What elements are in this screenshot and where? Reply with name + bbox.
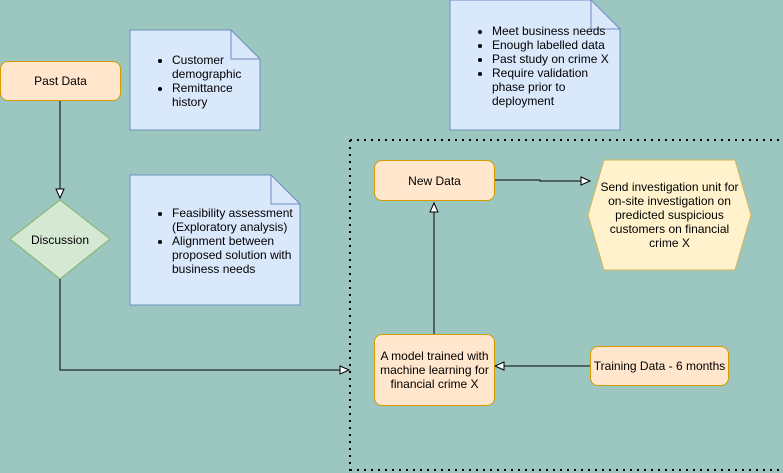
training-data-node[interactable]: Training Data - 6 months xyxy=(590,346,729,386)
note-item: Alignment between proposed solution with… xyxy=(172,234,300,276)
past-data-label: Past Data xyxy=(34,74,87,88)
past-data-node[interactable]: Past Data xyxy=(0,61,121,101)
training-data-label: Training Data - 6 months xyxy=(593,359,726,373)
note-item: Require validation phase prior to deploy… xyxy=(492,66,618,108)
note-item: Customer demographic xyxy=(172,53,258,81)
edge-discussion-to-model xyxy=(59,279,351,375)
past-data-note: Customer demographic Remittance history xyxy=(146,53,258,109)
requirements-note: Meet business needs Enough labelled data… xyxy=(466,24,618,108)
discussion-label: Discussion xyxy=(30,232,90,247)
note-item: Remittance history xyxy=(172,81,258,109)
investigation-hexagon[interactable] xyxy=(587,159,752,271)
investigation-label: Send investigation unit for on-site inve… xyxy=(600,180,739,250)
past-data-note-shape xyxy=(129,29,261,131)
edge-newdata-to-investigation xyxy=(494,176,592,186)
new-data-label: New Data xyxy=(408,173,461,188)
discussion-note: Feasibility assessment (Exploratory anal… xyxy=(146,206,300,276)
investigation-node[interactable]: Send investigation unit for on-site inve… xyxy=(592,160,747,270)
discussion-node[interactable]: Discussion xyxy=(10,200,110,279)
model-label: A model trained with machine learning fo… xyxy=(380,349,489,391)
note-item: Meet business needs xyxy=(492,24,618,38)
discussion-note-shape xyxy=(129,174,301,306)
requirements-note-shape xyxy=(449,0,621,131)
note-item: Feasibility assessment (Exploratory anal… xyxy=(172,206,300,234)
new-data-node[interactable]: New Data xyxy=(374,160,495,201)
note-item: Past study on crime X xyxy=(492,52,618,66)
note-item: Enough labelled data xyxy=(492,38,618,52)
model-node[interactable]: A model trained with machine learning fo… xyxy=(374,334,495,406)
